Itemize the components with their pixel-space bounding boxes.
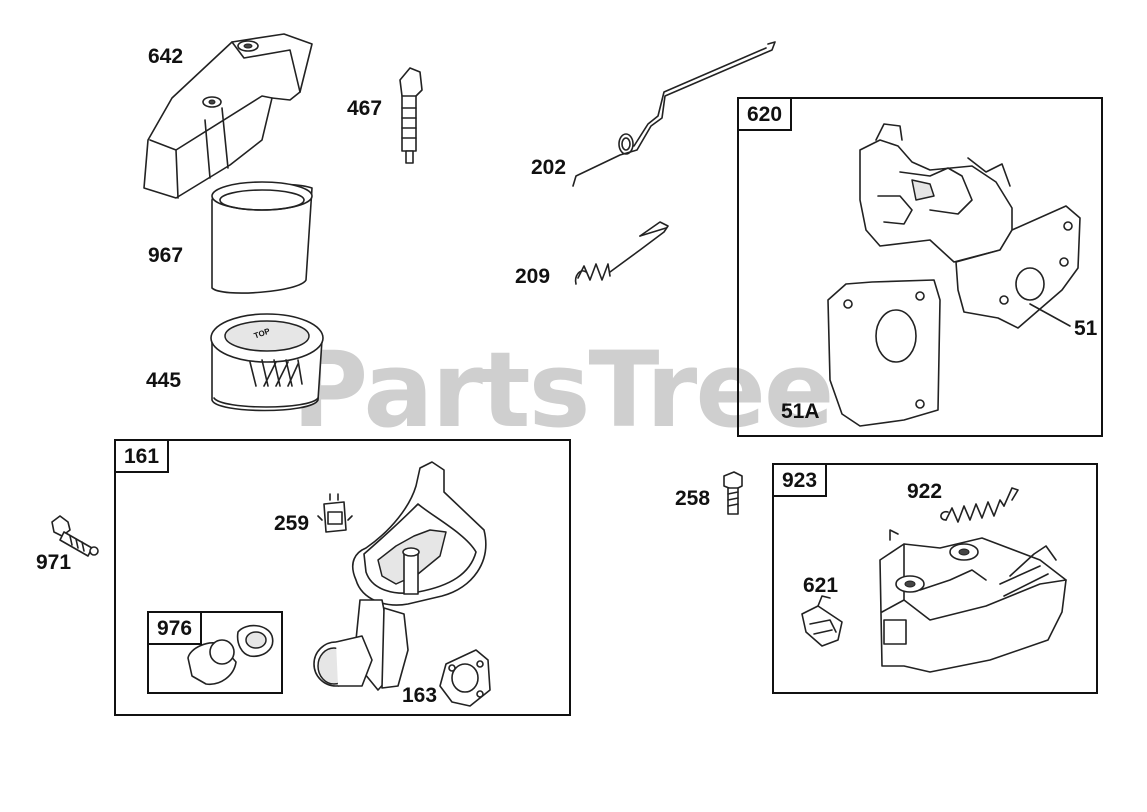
part-label-258[interactable]: 258 xyxy=(675,487,711,510)
part-label-202[interactable]: 202 xyxy=(531,156,567,179)
group-label-923[interactable]: 923 xyxy=(772,463,828,497)
group-box-923: 923 xyxy=(772,463,1098,694)
part-label-467[interactable]: 467 xyxy=(347,97,383,120)
part-label-971[interactable]: 971 xyxy=(36,551,72,574)
control-lever-assembly-drawing[interactable] xyxy=(879,529,1067,673)
group-label-976[interactable]: 976 xyxy=(147,611,203,645)
clip-259-drawing[interactable] xyxy=(317,493,353,533)
part-label-445[interactable]: 445 xyxy=(146,369,182,392)
air-filter-drawing[interactable] xyxy=(210,313,324,412)
group-label-161[interactable]: 161 xyxy=(114,439,170,473)
part-label-51[interactable]: 51 xyxy=(1074,317,1098,340)
air-cleaner-base-drawing[interactable] xyxy=(313,461,487,691)
group-box-620: 620 xyxy=(737,97,1103,437)
control-bracket-drawing[interactable] xyxy=(827,123,1081,427)
part-label-642[interactable]: 642 xyxy=(148,45,184,68)
governor-spring-drawing[interactable] xyxy=(574,221,669,285)
part-label-163[interactable]: 163 xyxy=(402,684,438,707)
group-box-161: 161 xyxy=(114,439,571,716)
clip-621-drawing[interactable] xyxy=(801,595,843,647)
part-label-209[interactable]: 209 xyxy=(515,265,551,288)
pre-cleaner-drawing[interactable] xyxy=(211,181,313,294)
partstree-watermark: PartsTree xyxy=(292,329,834,451)
spring-922-drawing[interactable] xyxy=(940,487,1019,523)
part-label-922[interactable]: 922 xyxy=(907,480,943,503)
governor-link-drawing[interactable] xyxy=(572,41,776,187)
air-cleaner-cover-drawing[interactable] xyxy=(143,33,313,199)
screw-258-drawing[interactable] xyxy=(723,471,743,515)
group-label-620[interactable]: 620 xyxy=(737,97,793,131)
part-label-967[interactable]: 967 xyxy=(148,244,184,267)
bolt-971-drawing[interactable] xyxy=(51,515,99,557)
stud-drawing[interactable] xyxy=(399,67,423,164)
group-box-976: 976 xyxy=(147,611,283,694)
part-label-259[interactable]: 259 xyxy=(274,512,310,535)
breather-hose-drawing[interactable] xyxy=(187,624,274,686)
gasket-163-drawing[interactable] xyxy=(439,649,491,707)
part-label-621[interactable]: 621 xyxy=(803,574,839,597)
part-label-51a[interactable]: 51A xyxy=(781,400,820,423)
